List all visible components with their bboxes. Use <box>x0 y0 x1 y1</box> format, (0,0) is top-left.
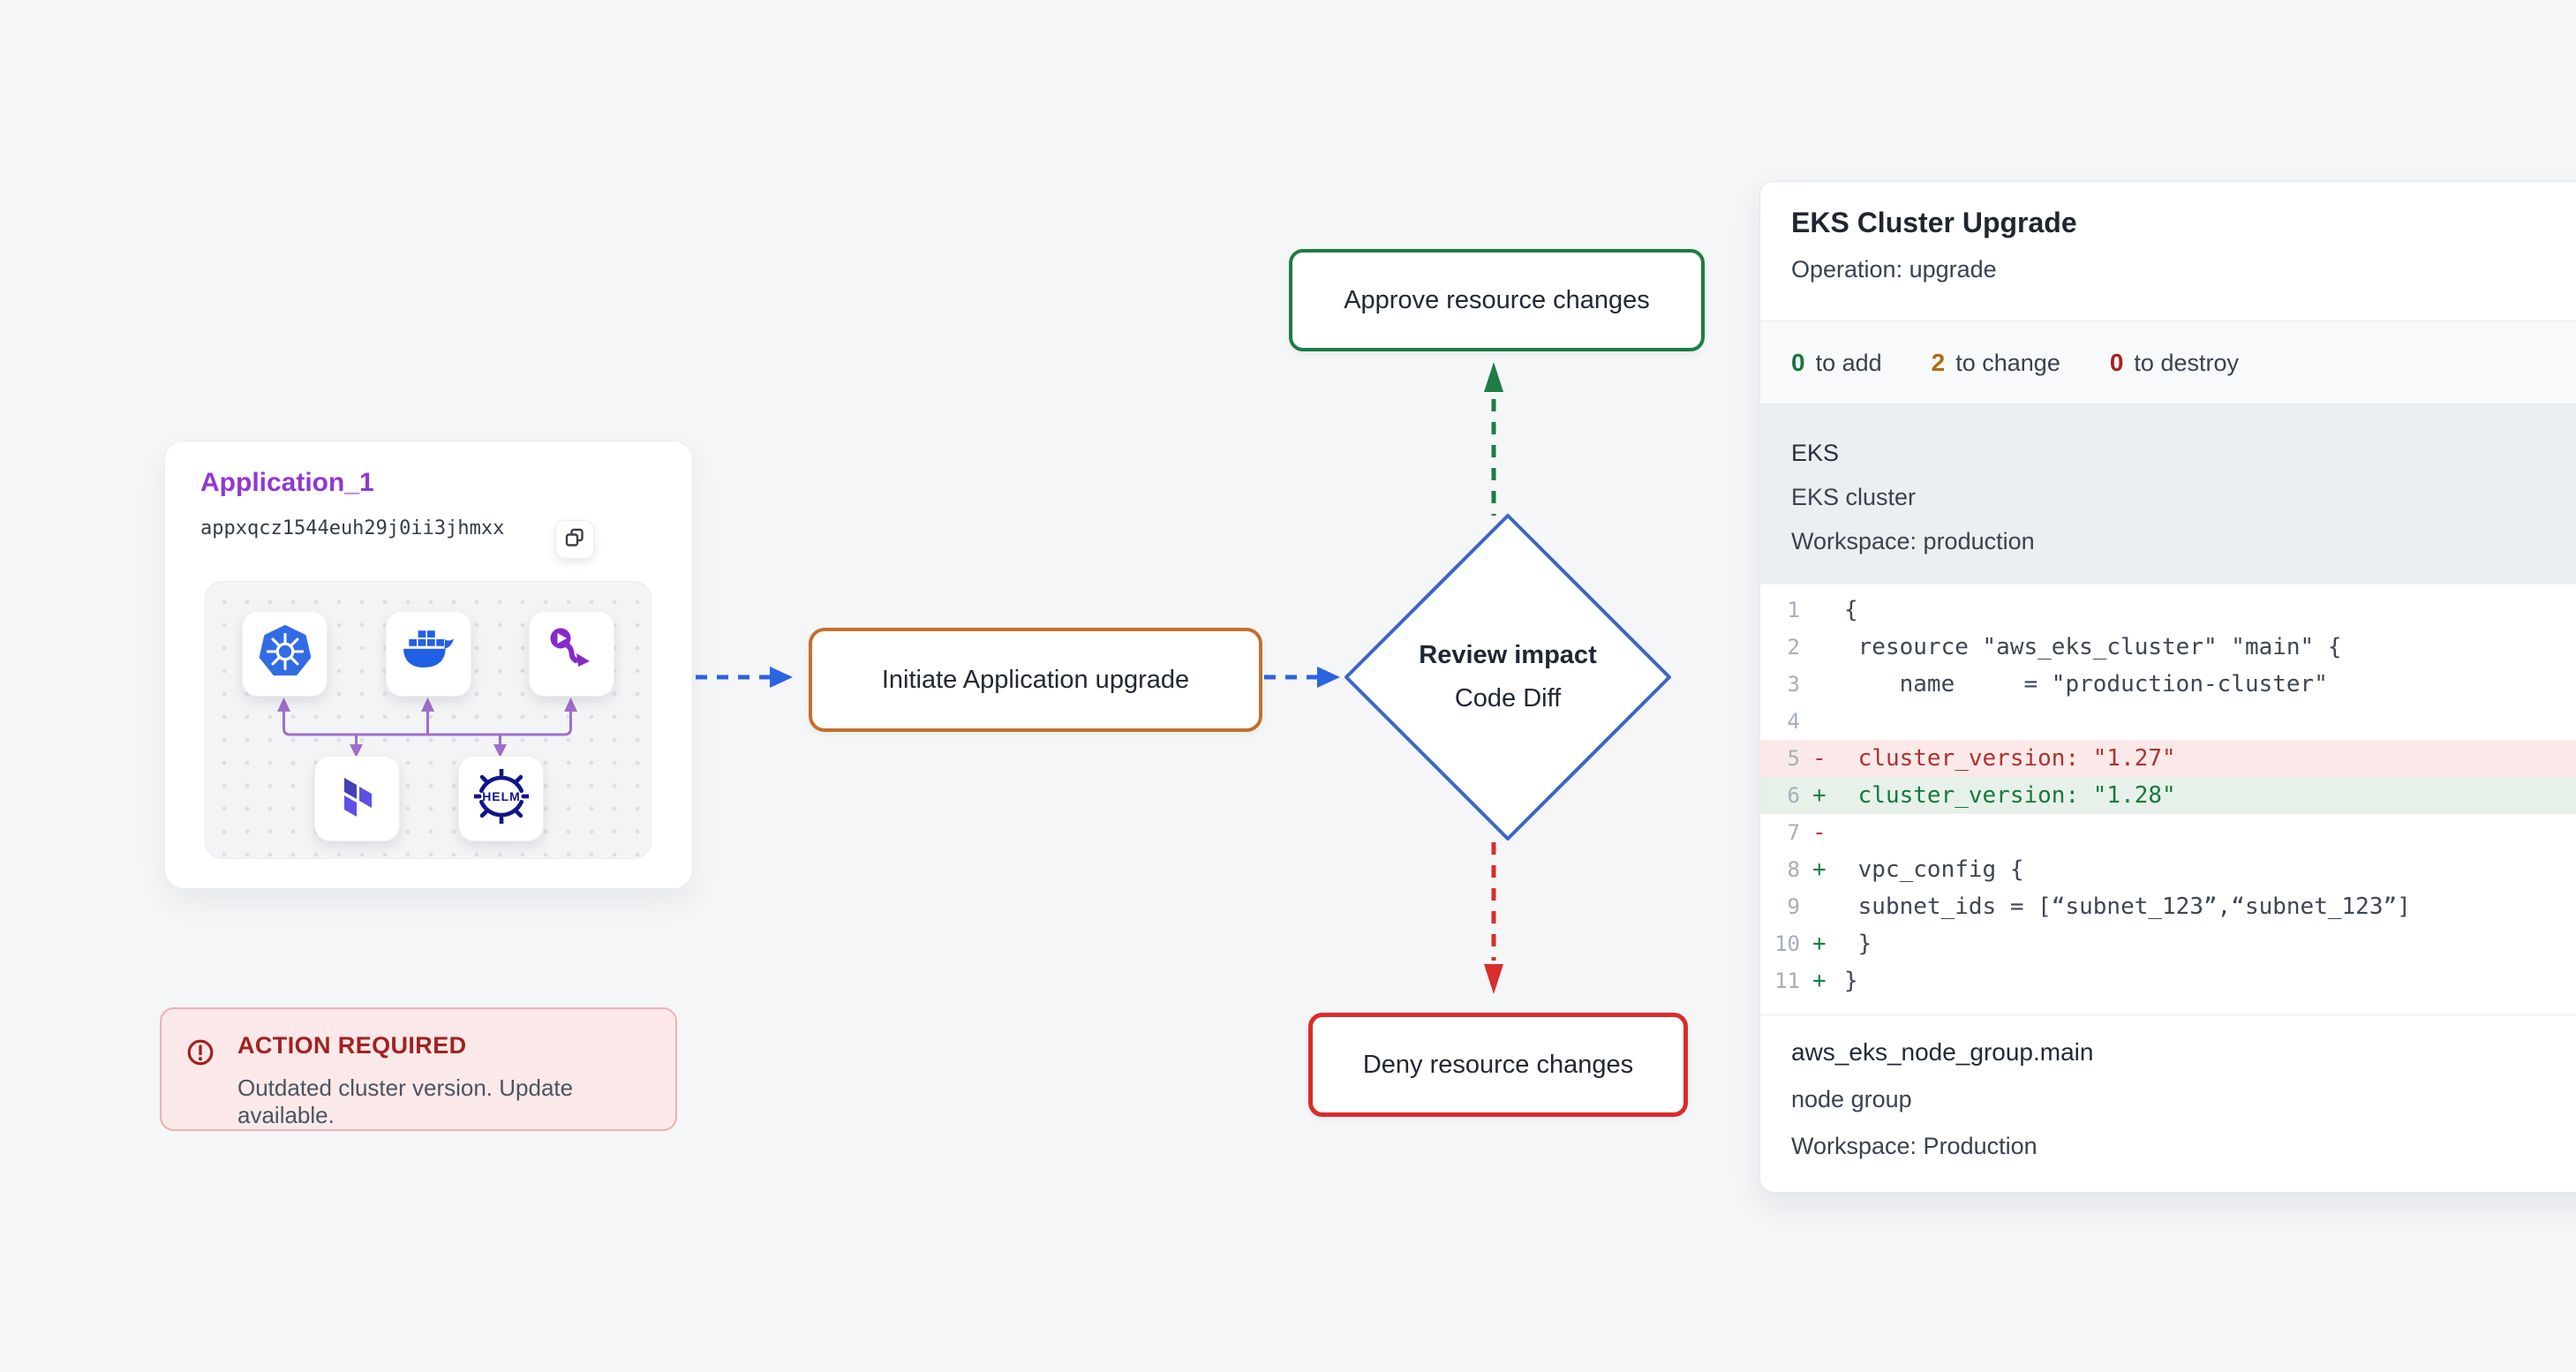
code-text: { <box>1844 597 1858 623</box>
arrow-review-to-deny <box>1484 842 1503 994</box>
alert-message: Outdated cluster version. Update availab… <box>237 1074 574 1128</box>
decision-diamond-shape <box>1344 514 1671 841</box>
line-number: 2 <box>1787 635 1800 660</box>
code-line: 8 + vpc_config { <box>1760 851 2576 888</box>
arrow-initiate-to-review <box>1264 667 1340 688</box>
resource-workspace: Workspace: production <box>1791 528 2035 554</box>
decision-line2: Code Diff <box>1454 684 1562 712</box>
code-line: 10 + } <box>1760 925 2576 962</box>
diff-sign-plus: + <box>1812 968 1827 994</box>
alert-icon <box>186 1038 215 1071</box>
line-number: 6 <box>1787 783 1800 808</box>
node-group-section: aws_eks_node_group.main node group Works… <box>1760 1014 2576 1192</box>
tile-helm: HELM <box>458 756 544 841</box>
tile-docker <box>386 611 471 697</box>
copy-icon <box>564 527 585 553</box>
node-group-type: node group <box>1791 1086 1912 1112</box>
code-text: } <box>1844 931 1872 957</box>
line-number: 4 <box>1787 709 1800 734</box>
summary-destroy-label: to destroy <box>2134 349 2239 376</box>
line-number: 1 <box>1787 598 1800 622</box>
action-required-alert: ACTION REQUIRED Outdated cluster version… <box>160 1007 677 1131</box>
decision-line1: Review impact <box>1419 641 1597 669</box>
tile-terraform <box>314 756 400 841</box>
diff-sign-plus: + <box>1812 782 1827 809</box>
tile-kubernetes <box>242 611 328 697</box>
code-text: resource "aws_eks_cluster" "main" { <box>1844 634 2342 660</box>
pipeline-run-icon <box>546 625 599 682</box>
deny-changes-node[interactable]: Deny resource changes <box>1308 1013 1688 1117</box>
code-text: vpc_config { <box>1844 856 2024 883</box>
deny-changes-label: Deny resource changes <box>1362 1050 1634 1079</box>
copy-id-button[interactable] <box>555 520 594 559</box>
node-group-name: aws_eks_node_group.main <box>1791 1038 2094 1066</box>
line-number: 5 <box>1787 746 1800 771</box>
initiate-upgrade-label: Initiate Application upgrade <box>881 665 1190 694</box>
summary-destroy-count: 0 <box>2109 348 2124 376</box>
terraform-icon <box>331 770 384 827</box>
code-text: subnet_ids = [“subnet_123”,“subnet_123”] <box>1844 893 2411 920</box>
approve-changes-label: Approve resource changes <box>1344 285 1650 314</box>
summary-change-count: 2 <box>1931 348 1946 376</box>
code-line: 4 <box>1760 703 2576 740</box>
summary-to-change: 2 to change <box>1932 349 2060 377</box>
application-stack-panel: HELM <box>205 581 652 859</box>
diff-sign-minus: - <box>1812 819 1827 846</box>
diff-sign-minus: - <box>1812 745 1827 772</box>
code-diff-block: 1 { 2 resource "aws_eks_cluster" "main" … <box>1760 584 2576 999</box>
code-line: 7 - <box>1760 814 2576 851</box>
code-text: cluster_version: "1.27" <box>1844 745 2176 772</box>
line-number: 8 <box>1787 857 1800 882</box>
kubernetes-icon <box>258 624 313 683</box>
application-id: appxqcz1544euh29j0ii3jhmxx <box>200 517 505 539</box>
line-number: 7 <box>1787 820 1800 845</box>
line-number: 9 <box>1787 894 1800 919</box>
helm-label: HELM <box>482 789 521 803</box>
arrow-card-to-initiate <box>696 667 793 688</box>
approve-changes-node[interactable]: Approve resource changes <box>1289 249 1705 351</box>
summary-change-label: to change <box>1955 349 2060 376</box>
code-line-removed: 5 - cluster_version: "1.27" <box>1760 740 2576 777</box>
diff-sign-plus: + <box>1812 856 1827 883</box>
alert-title: ACTION REQUIRED <box>237 1032 467 1059</box>
code-line: 9 subnet_ids = [“subnet_123”,“subnet_123… <box>1760 888 2576 925</box>
plan-summary-row: 0 to add 2 to change 0 to destroy <box>1760 320 2576 404</box>
panel-title: EKS Cluster Upgrade <box>1791 207 2077 238</box>
application-title: Application_1 <box>200 468 374 497</box>
review-impact-decision-node[interactable]: Review impact Code Diff <box>1340 509 1676 845</box>
code-text: cluster_version: "1.28" <box>1844 782 2176 809</box>
code-line: 11 + } <box>1760 962 2576 999</box>
panel-header: EKS Cluster Upgrade Operation: upgrade <box>1760 182 2576 320</box>
line-number: 11 <box>1774 969 1800 993</box>
docker-icon <box>401 629 457 679</box>
summary-to-add: 0 to add <box>1791 349 1882 377</box>
summary-add-count: 0 <box>1791 348 1805 376</box>
arrow-review-to-approve <box>1484 362 1503 516</box>
code-line: 1 { <box>1760 592 2576 629</box>
node-group-workspace: Workspace: Production <box>1791 1133 2037 1159</box>
helm-icon: HELM <box>471 767 531 828</box>
line-number: 3 <box>1787 672 1800 697</box>
code-line: 2 resource "aws_eks_cluster" "main" { <box>1760 629 2576 666</box>
plan-detail-panel: EKS Cluster Upgrade Operation: upgrade 0… <box>1759 181 2576 1193</box>
diff-sign-plus: + <box>1812 931 1827 957</box>
decision-label: Review impact Code Diff <box>1340 509 1676 845</box>
code-line: 3 name = "production-cluster" <box>1760 666 2576 703</box>
summary-to-destroy: 0 to destroy <box>2110 349 2239 377</box>
summary-add-label: to add <box>1815 349 1882 376</box>
code-text: name = "production-cluster" <box>1844 671 2328 697</box>
code-line-added: 6 + cluster_version: "1.28" <box>1760 777 2576 814</box>
resource-type: EKS cluster <box>1791 484 1917 510</box>
application-card[interactable]: Application_1 appxqcz1544euh29j0ii3jhmxx <box>164 441 693 889</box>
panel-operation: Operation: upgrade <box>1791 256 1997 283</box>
code-text: } <box>1844 968 1858 994</box>
initiate-upgrade-node[interactable]: Initiate Application upgrade <box>809 628 1262 732</box>
line-number: 10 <box>1774 931 1800 956</box>
resource-header: EKS EKS cluster Workspace: production <box>1760 404 2576 584</box>
tile-pipeline <box>529 611 614 697</box>
resource-name: EKS <box>1791 440 1840 466</box>
